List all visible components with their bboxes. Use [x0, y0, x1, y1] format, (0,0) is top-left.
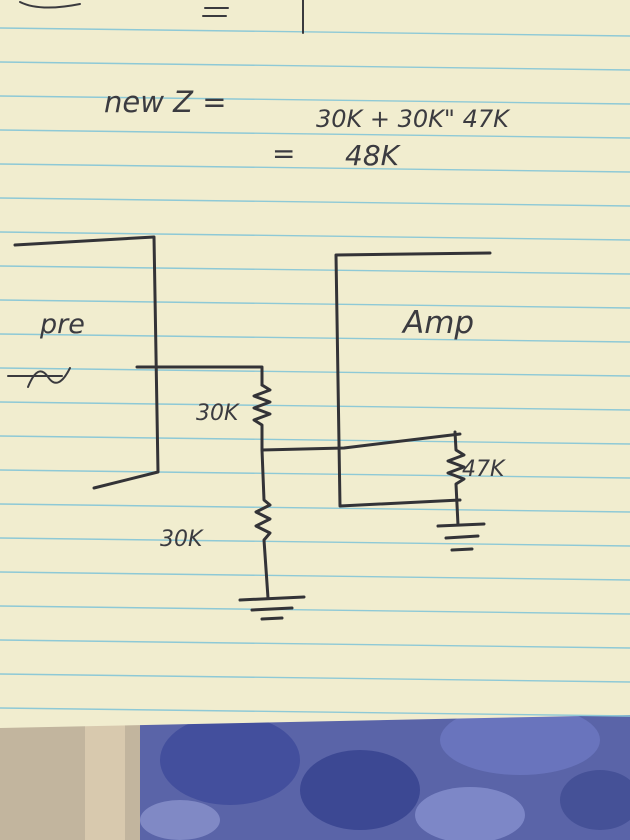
ruled-line — [0, 673, 630, 683]
equation-line1-lhs: new Z = — [104, 85, 227, 119]
ruled-line — [0, 435, 630, 445]
impedance-equation: new Z = 30K + 30K" 47K = 48K — [104, 85, 511, 172]
ruled-line — [0, 61, 630, 71]
notebook-paper — [0, 0, 630, 728]
preamp-output-wire — [135, 365, 264, 387]
junction-wire — [260, 432, 462, 452]
resistor-bottom-symbol — [254, 448, 272, 600]
ruled-line — [0, 197, 630, 207]
ruled-line — [0, 27, 630, 37]
resistor-bottom-label: 30K — [160, 527, 204, 552]
equation-line2-eq: = — [272, 137, 295, 170]
ruled-line — [0, 707, 630, 717]
preamp-label: pre — [39, 309, 85, 340]
ruled-line — [0, 639, 630, 649]
ruled-line — [0, 95, 630, 105]
ac-source-icon — [7, 367, 71, 388]
ruled-lines — [0, 27, 630, 717]
resistor-top-label: 30K — [196, 401, 240, 426]
ruled-line — [0, 129, 630, 139]
ruled-line — [0, 537, 630, 547]
ruled-line — [0, 333, 630, 343]
ground-icon — [238, 595, 306, 621]
resistor-top-symbol — [252, 383, 272, 452]
amp-label: Amp — [401, 305, 474, 341]
ruled-line — [0, 299, 630, 309]
circuit-schematic: pre 30K 30K Amp 47K — [7, 235, 506, 621]
ruled-line — [0, 605, 630, 615]
equation-line1-rhs: 30K + 30K" 47K — [316, 105, 511, 133]
load-ground-icon — [436, 522, 486, 552]
amp-block: Amp — [334, 251, 492, 508]
ruled-line — [0, 401, 630, 411]
resistor-load-symbol — [446, 430, 466, 527]
preamp-block: pre — [7, 235, 160, 490]
ruled-line — [0, 503, 630, 513]
equation-line2-rhs: 48K — [345, 139, 402, 172]
previous-notes-fragment — [19, 0, 304, 34]
ruled-line — [0, 571, 630, 581]
ruled-line — [0, 163, 630, 173]
ruled-line — [0, 469, 630, 479]
resistor-load-label: 47K — [462, 457, 506, 482]
ruled-line — [0, 367, 630, 377]
ruled-line — [0, 265, 630, 275]
ruled-line — [0, 231, 630, 241]
